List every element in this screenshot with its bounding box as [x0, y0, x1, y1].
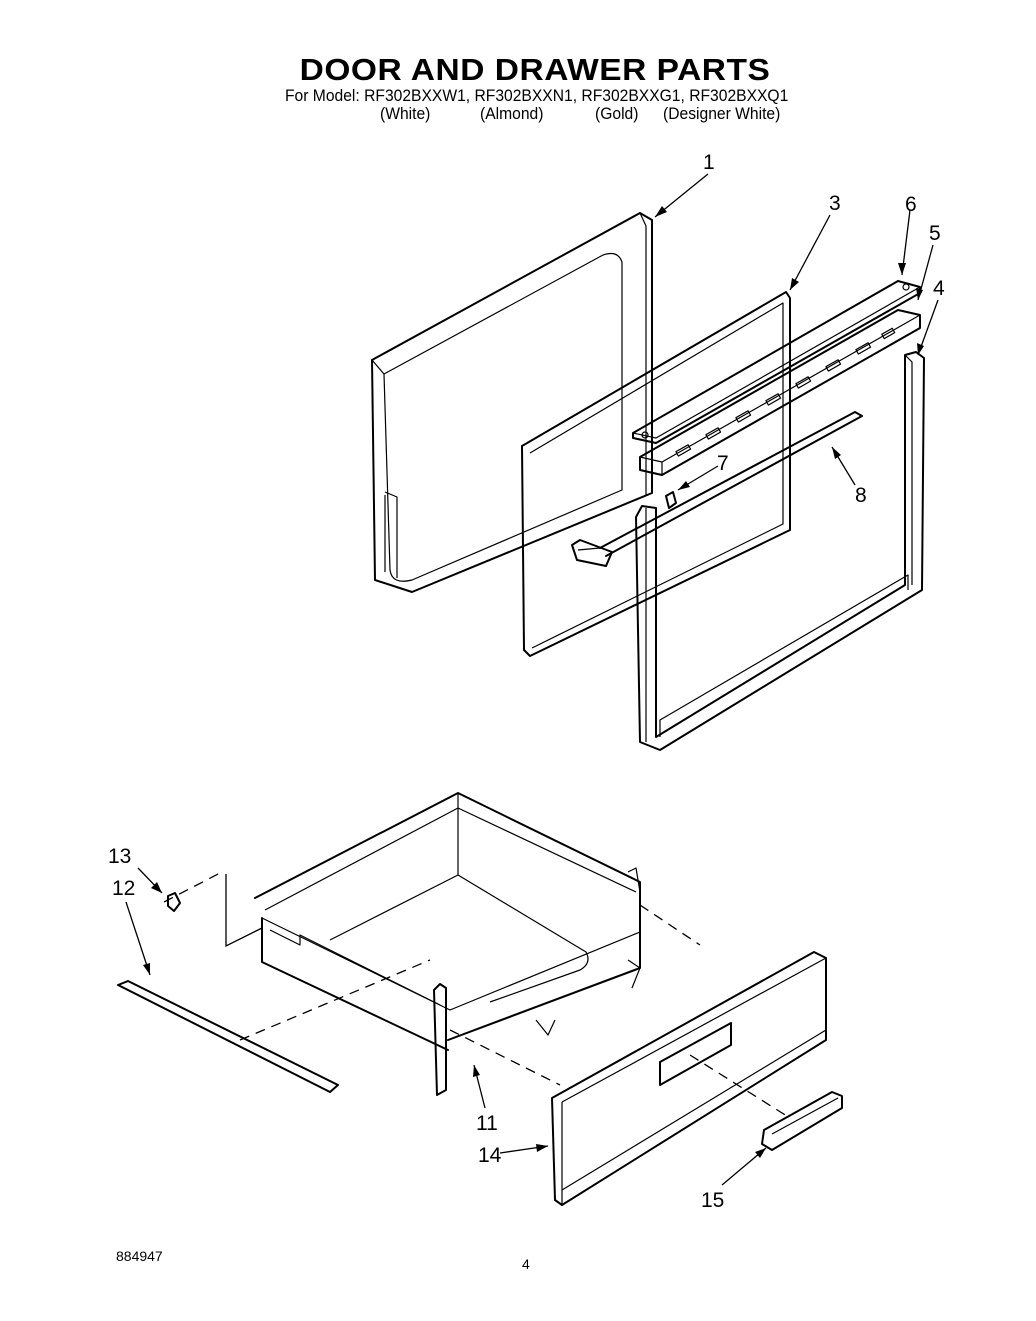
- callout-6: 6: [905, 193, 917, 216]
- part-4-inner-frame: [635, 351, 925, 751]
- color-designer-white: (Designer White): [663, 104, 781, 123]
- part-12-slide-rail: [117, 980, 339, 1093]
- assembly-lines: [163, 871, 791, 1119]
- callout-15: 15: [701, 1189, 724, 1212]
- color-almond: (Almond): [480, 104, 544, 123]
- callout-11: 11: [476, 1112, 498, 1135]
- part-7-clip: [665, 491, 677, 509]
- part-11-drawer-body: [254, 792, 641, 1096]
- color-gold: (Gold): [595, 104, 639, 123]
- callout-13: 13: [108, 845, 131, 868]
- callout-4: 4: [933, 277, 945, 300]
- part-5-vented-channel: [639, 309, 921, 476]
- callout-8: 8: [855, 484, 867, 507]
- callout-1: 1: [703, 151, 715, 174]
- page-number: 4: [522, 1256, 530, 1272]
- callout-12: 12: [112, 877, 135, 900]
- color-white: (White): [380, 104, 431, 123]
- callout-7: 7: [717, 452, 729, 475]
- document-number: 884947: [116, 1248, 163, 1264]
- part-1-door-frame: [371, 212, 653, 593]
- part-14-drawer-front: [551, 951, 827, 1206]
- model-line: For Model: RF302BXXW1, RF302BXXN1, RF302…: [285, 86, 789, 105]
- callout-3: 3: [829, 192, 841, 215]
- leader-lines: [125, 173, 939, 1186]
- callout-14: 14: [478, 1144, 502, 1167]
- callouts: 1 3 6 5 4 7 8 13 12 11 14 15: [108, 151, 945, 1212]
- page-title: DOOR AND DRAWER PARTS: [299, 52, 771, 87]
- part-3-glass-panel: [521, 291, 791, 657]
- callout-5: 5: [929, 222, 941, 245]
- part-6-upper-bracket: [632, 280, 921, 444]
- part-15-handle: [761, 1091, 843, 1151]
- part-13-clip: [167, 892, 181, 912]
- part-8-rod: [571, 411, 863, 567]
